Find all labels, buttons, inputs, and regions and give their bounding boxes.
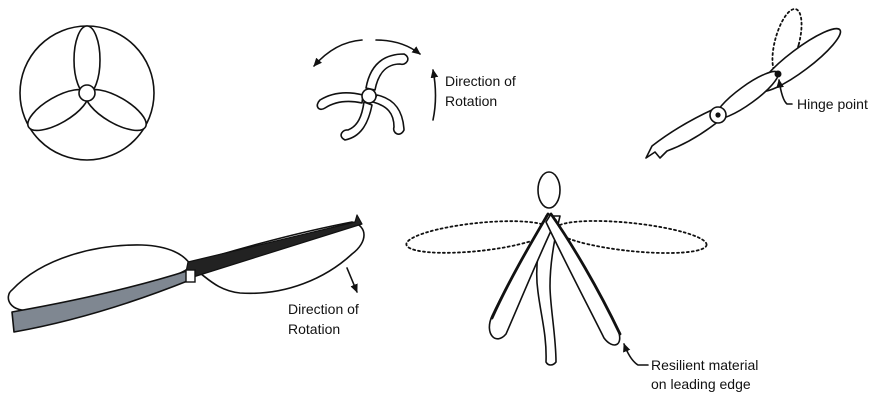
fan-blade-top — [74, 26, 100, 94]
curved-blade-left — [317, 93, 363, 110]
hinged-rotor-figure — [646, 6, 847, 158]
fan-hub — [79, 85, 95, 101]
direction-label-top-line2: Rotation — [445, 93, 497, 109]
rotation-arrow-top-right — [376, 40, 420, 54]
flexible-blade-figure — [405, 172, 708, 365]
hub-bolt — [186, 270, 195, 282]
rotation-arrow-blade — [347, 268, 357, 292]
rotation-arrow-top-left — [314, 40, 362, 66]
rotation-arrow-right — [433, 70, 436, 120]
resilient-material-label-line1: Resilient material — [651, 357, 758, 373]
stem-top-bulb — [538, 172, 560, 208]
hinge-point-label: Hinge point — [797, 96, 868, 112]
resilient-material-label-line2: on leading edge — [651, 376, 751, 392]
rotor-hub — [362, 89, 376, 103]
flexible-blade-right — [546, 214, 620, 345]
curved-blade-upper — [366, 54, 408, 90]
curved-blade-right — [373, 95, 404, 134]
three-blade-fan-figure — [20, 26, 154, 160]
direction-label-top-line1: Direction of — [445, 73, 516, 89]
direction-label-bottom-line2: Rotation — [288, 321, 340, 337]
hinged-rotor-hub-center — [715, 112, 720, 117]
direction-label-bottom-line1: Direction of — [288, 301, 359, 317]
hinge-pin — [775, 71, 782, 78]
curved-blade-lower — [341, 102, 372, 140]
curved-blade-rotor-figure — [314, 40, 436, 140]
resilient-material-arrow — [624, 344, 648, 365]
hinged-blade-lower-broken — [646, 109, 720, 158]
